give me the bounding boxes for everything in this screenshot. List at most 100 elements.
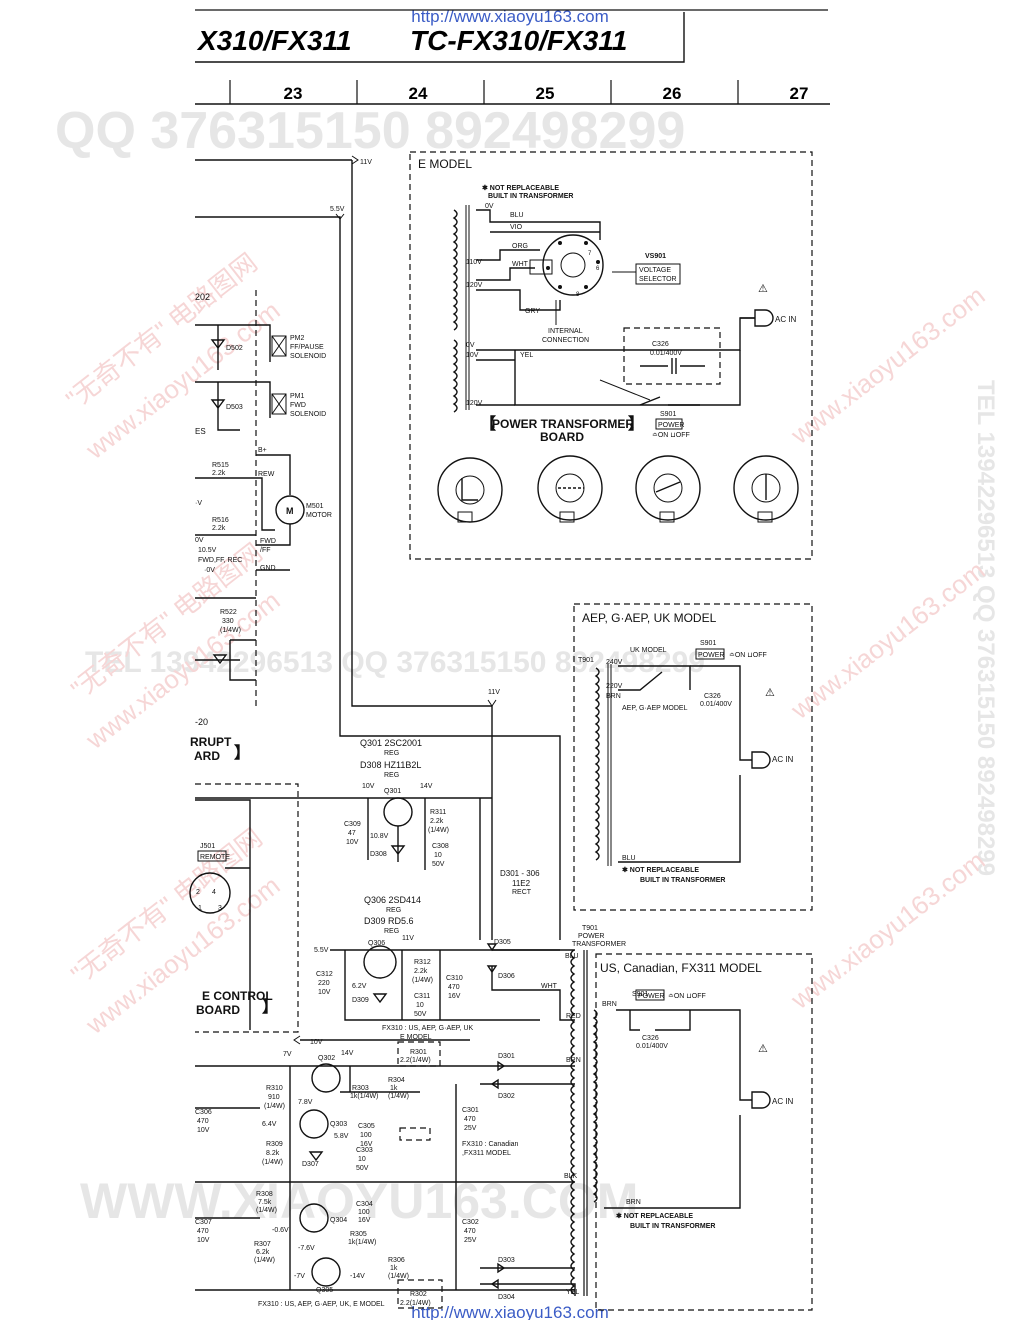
aep-model-panel: AEP, G·AEP, UK MODEL T901 UK MODEL 240V … <box>573 603 813 911</box>
q304-neg-0v6: -0.6V <box>272 1227 289 1234</box>
c310-ref: C310 <box>446 975 463 982</box>
r301-ref: R301 <box>410 1049 427 1056</box>
pm2-label-1: PM2 <box>290 335 305 342</box>
d301-label: D301 <box>498 1053 515 1060</box>
c312-val-2: 10V <box>318 989 331 996</box>
column-27: 27 <box>790 84 809 103</box>
aep-warning-icon: ⚠ <box>765 687 775 699</box>
q306-11v: 11V <box>402 935 414 942</box>
aep-switch-state: ≏ON ⊔OFF <box>729 652 767 659</box>
voltage-selector-switch <box>542 234 604 296</box>
aep-brn: BRN <box>606 693 621 700</box>
aep-power-label: POWER <box>698 652 724 659</box>
watermark-tel-row: TEL 13942296513 QQ 376315150 892498299 <box>85 646 705 679</box>
q302-7v: 7V <box>283 1051 292 1058</box>
q302-14v: 14V <box>341 1050 354 1057</box>
q305-transistor <box>311 1257 341 1287</box>
c308-ref: C308 <box>432 843 449 850</box>
q306-transistor <box>363 945 397 979</box>
watermark-qq-row: QQ 376315150 892498299 <box>55 102 685 160</box>
motor-v-b: 0V <box>195 537 204 544</box>
q301-14v: 14V <box>420 783 433 790</box>
r306-val-1: 1k <box>390 1265 398 1272</box>
t901-brn: BRN <box>566 1057 581 1064</box>
reg-11v-a: 11V <box>488 689 500 696</box>
r306-ref: R306 <box>388 1257 405 1264</box>
d-11e2: 11E2 <box>512 879 531 888</box>
e-ac-in: AC IN <box>775 315 797 324</box>
svg-text:6: 6 <box>596 266 600 272</box>
r516-ref: R516 <box>212 517 229 524</box>
q305-neg-7v: -7V <box>294 1273 305 1280</box>
left-ref-202: 202 <box>195 292 210 302</box>
d302-label: D302 <box>498 1093 515 1100</box>
watermark-url-top: http://www.xiaoyu163.com <box>411 7 608 26</box>
m501-label: M501 <box>306 503 324 510</box>
us-s901: S901 <box>632 991 648 998</box>
remote-label: REMOTE <box>200 854 230 861</box>
q301-label: Q301 <box>384 788 401 795</box>
motor-v-a: ·V <box>195 500 202 507</box>
e-c326-ref: C326 <box>652 341 669 348</box>
r308-val-2: (1/4W) <box>256 1207 277 1214</box>
pm1-label-1: PM1 <box>290 393 305 400</box>
interrupt-board-1: RRUPT <box>190 735 232 749</box>
q303-5v8: 5.8V <box>334 1133 349 1140</box>
r311-val-1: 2.2k <box>430 818 444 825</box>
aep-220v: 220V <box>606 683 623 690</box>
t901-red: RED <box>566 1013 581 1020</box>
d303-label: D303 <box>498 1257 515 1264</box>
r312-ref: R312 <box>414 959 431 966</box>
c302-val-1: 470 <box>464 1228 476 1235</box>
r304-val-2: (1/4W) <box>388 1093 409 1100</box>
header: X310/FX311 TC-FX310/FX311 23 24 25 26 27 <box>195 9 830 105</box>
us-heading: US, Canadian, FX311 MODEL <box>600 961 762 975</box>
column-25: 25 <box>536 84 555 103</box>
e-model-panel: E MODEL ✱ NOT REPLACEABLE BUILT IN TRANS… <box>409 151 813 560</box>
d502-label: D502 <box>226 345 243 352</box>
board-bracket-left: 【 <box>480 415 496 433</box>
q302-transistor <box>311 1063 341 1093</box>
internal-connection-2: CONNECTION <box>542 337 589 344</box>
fx310-bottom-note: FX310 : US, AEP, G·AEP, UK, E MODEL <box>258 1301 385 1308</box>
r305-ref: R305 <box>350 1231 367 1238</box>
e-wire-org: ORG <box>512 243 528 250</box>
e-tap-0v-b: 0V <box>466 342 475 349</box>
aep-note-2: BUILT IN TRANSFORMER <box>640 877 725 884</box>
c307-ref: C307 <box>195 1219 212 1226</box>
column-26: 26 <box>663 84 682 103</box>
motor-label: MOTOR <box>306 512 332 519</box>
pm1-label-3: SOLENOID <box>290 411 326 418</box>
r311-val-2: (1/4W) <box>428 827 449 834</box>
e-c326-val: 0.01/400V <box>650 350 682 357</box>
c310-val-2: 16V <box>448 993 461 1000</box>
econtrol-board-2: BOARD <box>196 1003 240 1017</box>
selector-position-2 <box>537 455 603 523</box>
q301-transistor <box>383 797 413 827</box>
us-c326-val: 0.01/400V <box>636 1043 668 1050</box>
r522-val-2: (1/4W) <box>220 627 241 634</box>
r515-ref: R515 <box>212 462 229 469</box>
r310-val-1: 910 <box>268 1094 280 1101</box>
d308-title: D308 HZ11B2L <box>360 760 421 770</box>
motor-bplus: B+ <box>258 447 267 454</box>
c311-val-2: 50V <box>414 1011 427 1018</box>
left-section: 11V 5.5V 11V 202 D502 D503 PM2 FF/PAUSE … <box>189 155 561 1033</box>
motor-fwd-ff-rec: FWD,FF, REC <box>198 557 242 564</box>
r522-val-1: 330 <box>222 618 234 625</box>
board-label-1: POWER TRANSFORMER <box>492 417 634 431</box>
d308-label: D308 <box>370 851 387 858</box>
interrupt-board-2: ARD <box>194 749 220 763</box>
jack-pin-4: 4 <box>212 889 216 896</box>
e-wire-wht: WHT <box>512 261 529 268</box>
us-warning-icon: ⚠ <box>758 1043 768 1055</box>
r312-val-2: (1/4W) <box>412 977 433 984</box>
aep-c326: C326 <box>704 693 721 700</box>
r303-ref: R303 <box>352 1085 369 1092</box>
watermark-diag-url-4: www.xiaoyu163.com <box>784 555 990 725</box>
r303-val: 1k(1/4W) <box>350 1093 378 1100</box>
motor-fwd: FWD <box>260 538 276 545</box>
r304-val-1: 1k <box>390 1085 398 1092</box>
d305-label: D305 <box>494 939 511 946</box>
c307-val-1: 470 <box>197 1228 209 1235</box>
